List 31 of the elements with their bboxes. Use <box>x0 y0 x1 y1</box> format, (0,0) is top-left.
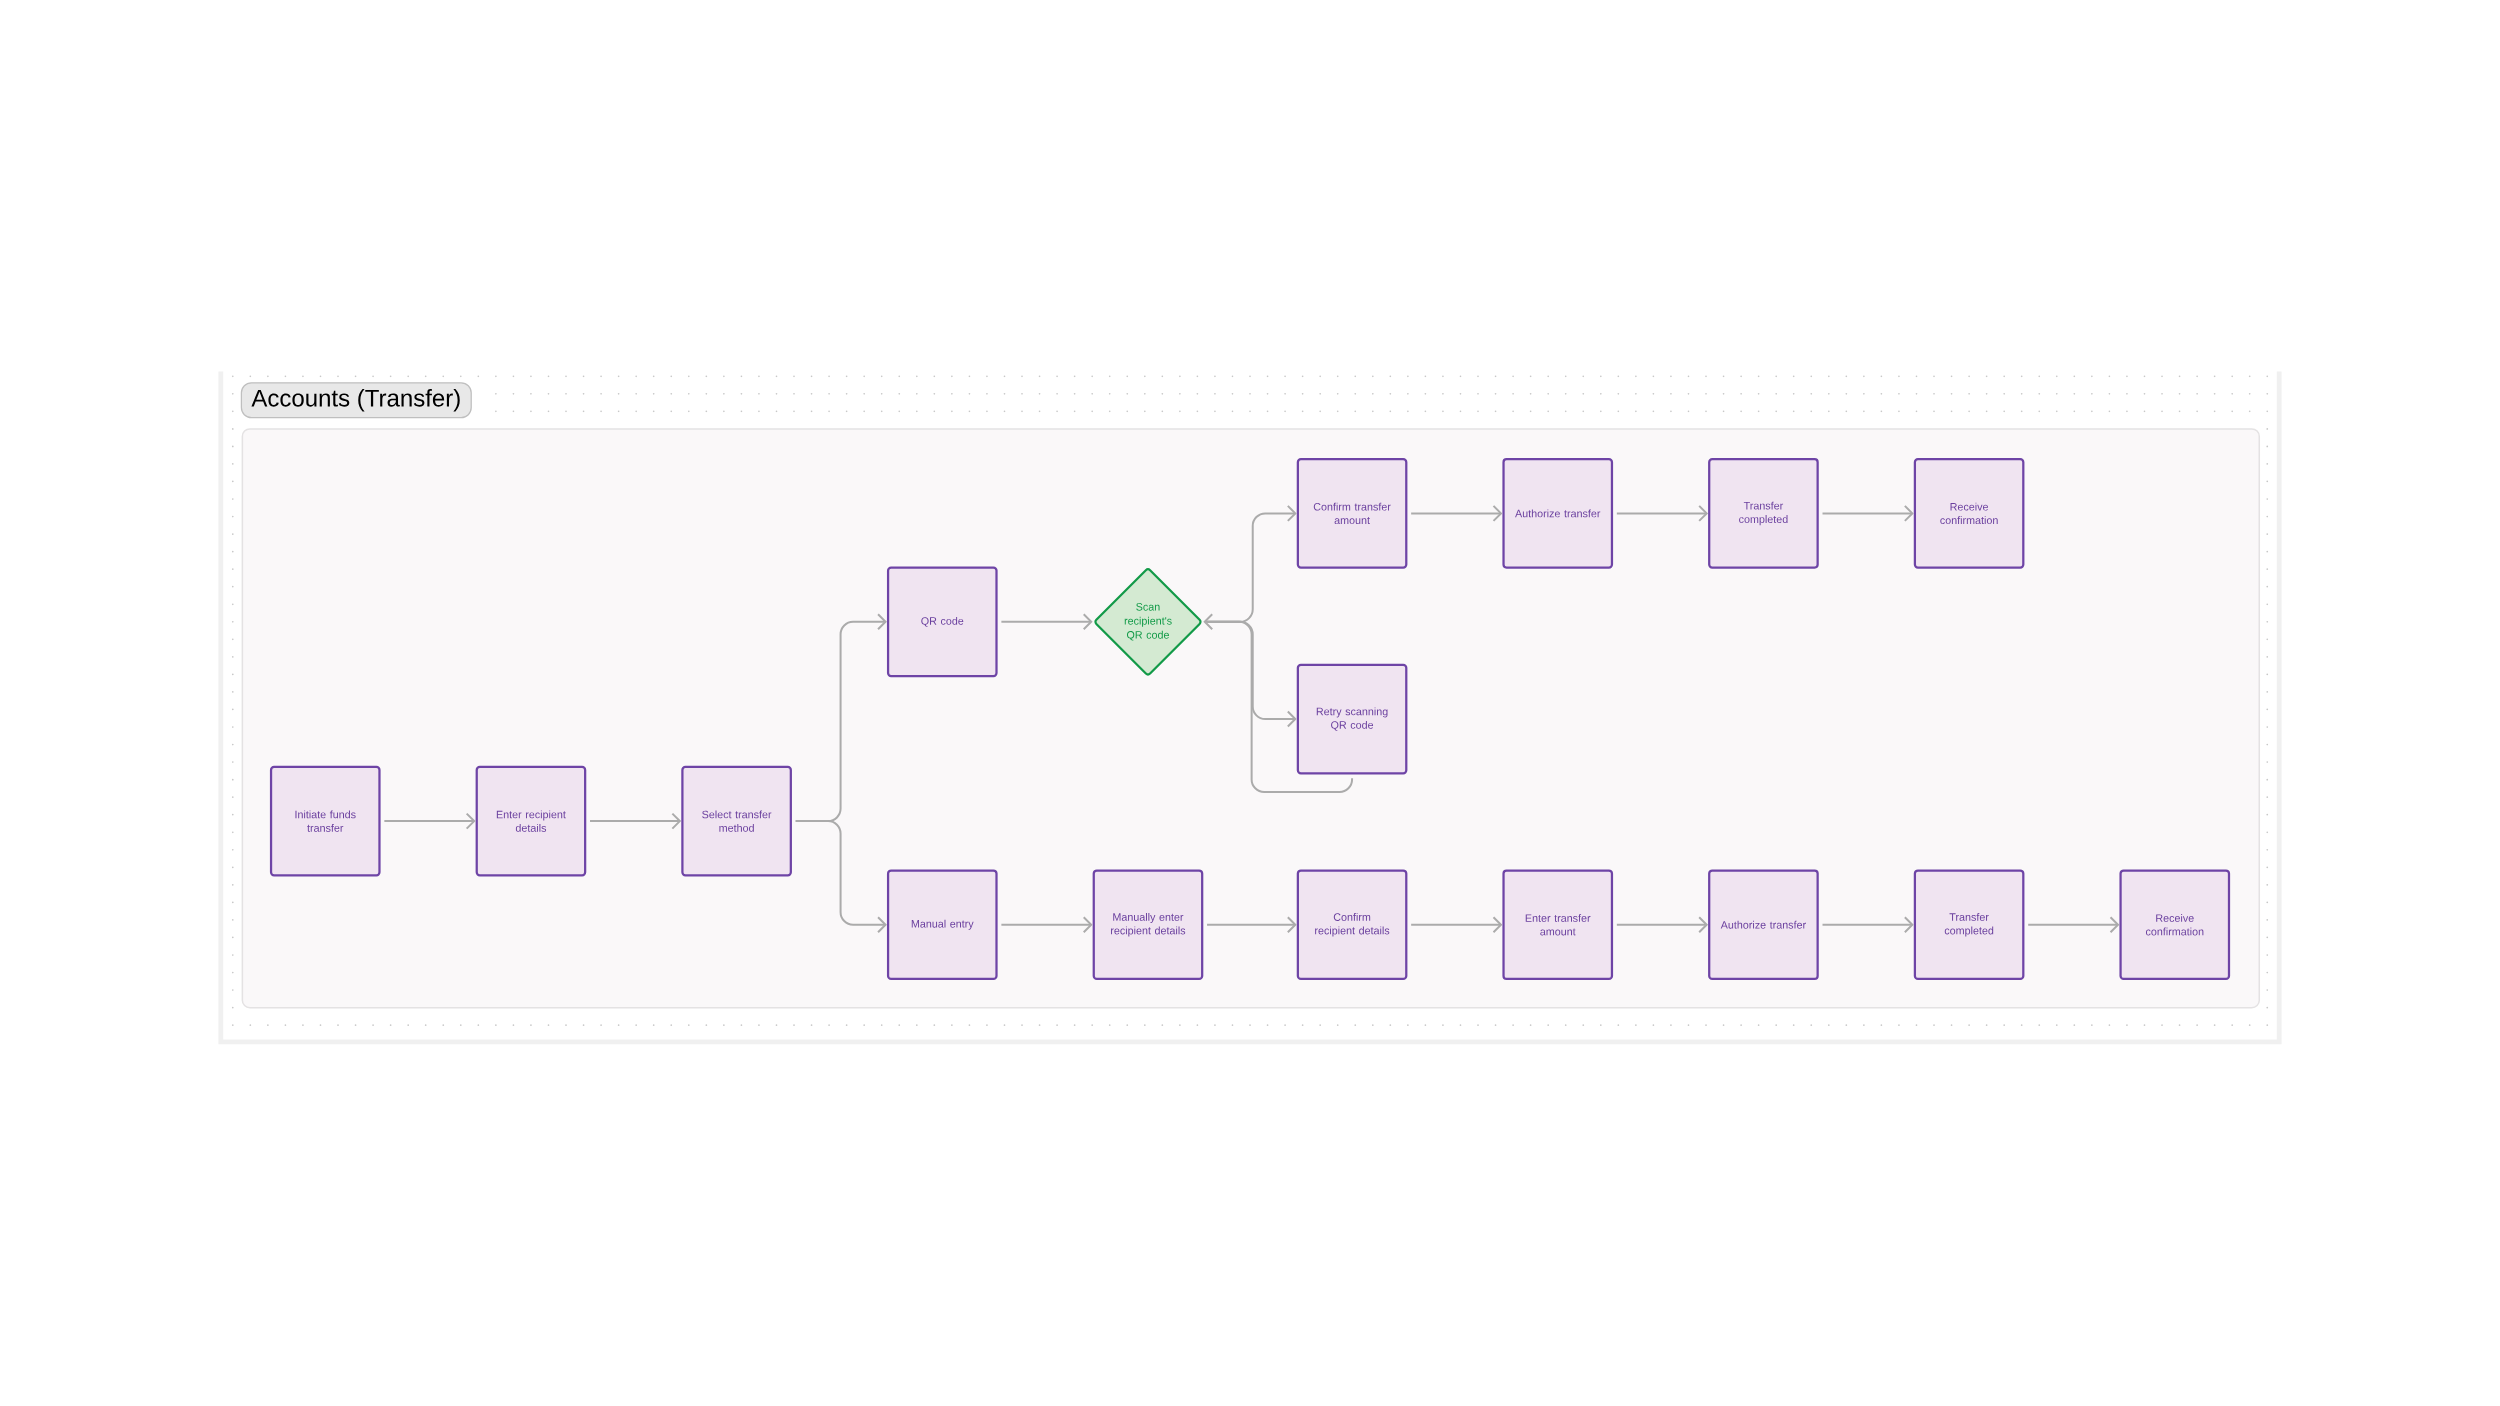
arrow <box>1410 916 1503 934</box>
process-box: Transfer completed <box>1913 869 2025 980</box>
arrow <box>1000 613 1093 631</box>
process-box: Confirm transfer amount <box>1296 457 1408 569</box>
process-box: Receive confirmation <box>1913 457 2025 569</box>
process-box: Manually enter recipient details <box>1092 869 1204 980</box>
process-box: Manual entry <box>886 869 998 980</box>
process-box: QR code <box>886 566 998 678</box>
process-box: Receive confirmation <box>2119 869 2231 980</box>
process-box: Enter transfer amount <box>1502 869 1614 980</box>
panel-title: Accounts (Transfer) <box>240 382 472 419</box>
arrow <box>1410 504 1503 522</box>
arrow <box>1615 504 1709 522</box>
arrow <box>589 812 682 830</box>
arrow <box>1203 613 1354 793</box>
process-box: Authorize transfer <box>1708 869 1819 980</box>
process-box: Transfer completed <box>1708 457 1819 569</box>
arrow <box>1821 504 1914 522</box>
arrow <box>1821 916 1914 934</box>
process-box: Authorize transfer <box>1502 457 1614 569</box>
arrow <box>1000 916 1093 934</box>
arrow <box>383 812 476 830</box>
process-box: Select transfer method <box>681 765 792 877</box>
arrow <box>2027 916 2120 934</box>
process-box: Confirm recipient details <box>1296 869 1408 980</box>
process-box: Retry scanning QR code <box>1296 663 1408 775</box>
arrow <box>794 820 887 934</box>
process-box: Initiate funds transfer <box>269 765 381 877</box>
arrow <box>1615 916 1709 934</box>
arrow <box>1206 916 1297 934</box>
process-box: Enter recipient details <box>475 765 587 877</box>
